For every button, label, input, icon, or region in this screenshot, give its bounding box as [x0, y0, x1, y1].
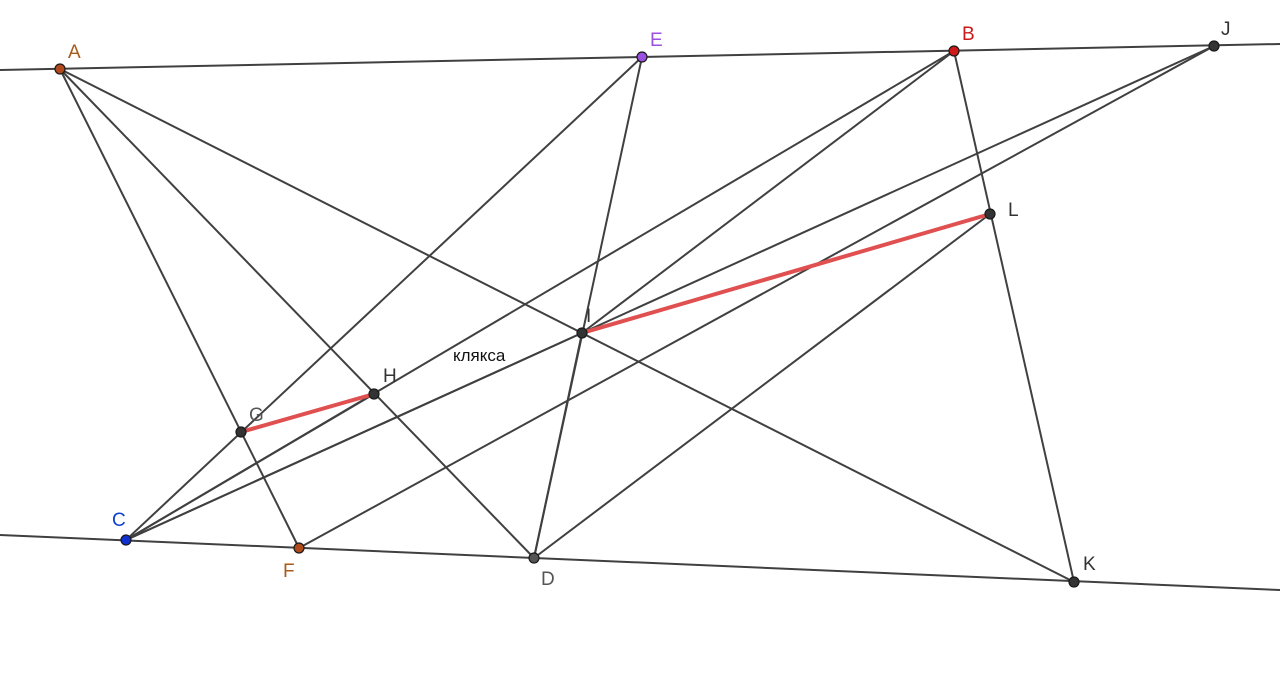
segment-ak — [59, 68, 1075, 583]
point-label-f: F — [283, 561, 295, 582]
point-label-j: J — [1221, 19, 1231, 40]
segment-jf — [298, 45, 1215, 549]
point-h[interactable] — [368, 388, 380, 400]
highlight-segment-gh — [239, 392, 376, 434]
point-label-i: I — [586, 306, 591, 327]
bottom-line — [0, 534, 1280, 591]
point-label-g: G — [249, 405, 264, 426]
point-f[interactable] — [293, 542, 305, 554]
point-b[interactable] — [948, 45, 960, 57]
highlight-segment-il — [580, 212, 992, 335]
diagram-points — [54, 40, 1220, 588]
segment-ec — [125, 56, 643, 541]
diagram-labels: A E B J L I H G C F D K — [68, 19, 1231, 590]
annotation-text: клякса — [453, 346, 506, 365]
point-l[interactable] — [984, 208, 996, 220]
point-label-a: A — [68, 42, 81, 63]
point-a[interactable] — [54, 63, 66, 75]
segment-ic — [125, 332, 583, 541]
point-d[interactable] — [528, 552, 540, 564]
segment-af — [59, 68, 300, 549]
segment-ad — [59, 68, 535, 559]
segment-hc — [125, 393, 375, 541]
point-k[interactable] — [1068, 576, 1080, 588]
point-label-l: L — [1008, 200, 1019, 221]
point-label-d: D — [541, 569, 555, 590]
segment-ld — [533, 213, 991, 559]
diagram-lines — [0, 43, 1280, 591]
point-j[interactable] — [1208, 40, 1220, 52]
point-label-c: C — [112, 510, 126, 531]
point-label-e: E — [650, 30, 663, 51]
segment-bi — [581, 50, 955, 334]
point-label-b: B — [962, 24, 975, 45]
segment-id — [533, 332, 583, 559]
point-label-h: H — [383, 366, 397, 387]
point-label-k: K — [1083, 554, 1096, 575]
point-c[interactable] — [120, 534, 132, 546]
point-e[interactable] — [636, 51, 648, 63]
point-g[interactable] — [235, 426, 247, 438]
point-i[interactable] — [576, 327, 588, 339]
segment-bk — [953, 50, 1075, 583]
